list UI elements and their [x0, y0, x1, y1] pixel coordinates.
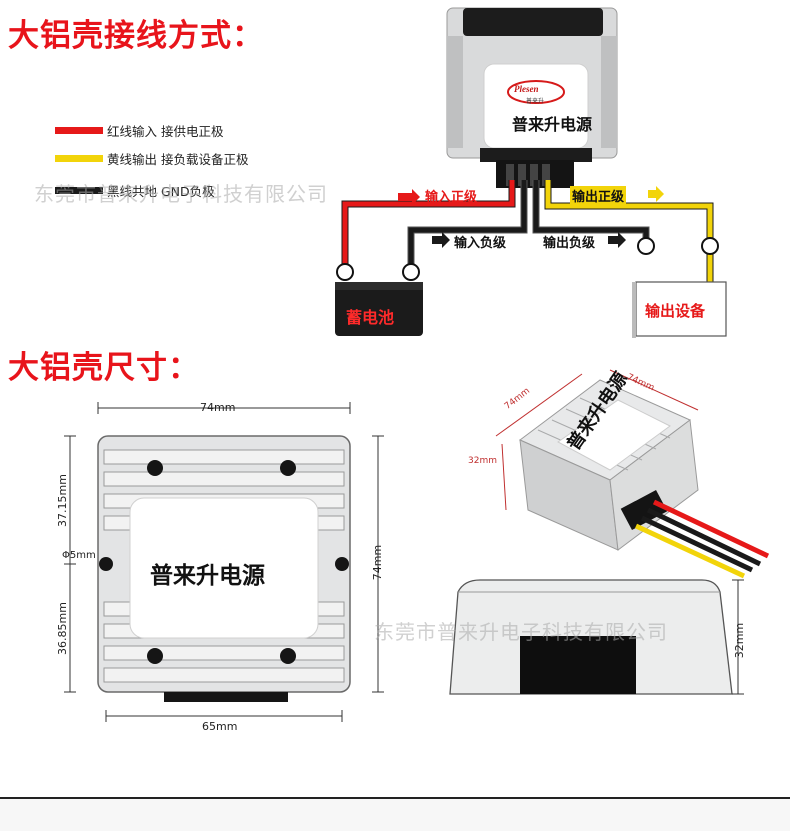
legend-yellow: 黄线输出 接负载设备正极	[55, 151, 249, 167]
battery-minus-terminal-icon	[402, 263, 420, 281]
footer-area	[0, 799, 790, 831]
mount-hole-icon	[147, 460, 163, 476]
wiring-section-title: 大铝壳接线方式：	[8, 18, 264, 54]
legend-red: 红线输入 接供电正极	[55, 123, 224, 139]
mount-hole-icon	[280, 648, 296, 664]
dim-height-right: 74mm	[371, 544, 385, 581]
mount-hole-icon	[147, 648, 163, 664]
input-positive-arrow-icon	[398, 189, 420, 205]
legend-black-text: 黑线共地 GND负极	[107, 183, 215, 199]
module-brand-label: 普来升电源	[512, 115, 593, 134]
output-negative-label: 输出负级	[543, 236, 596, 251]
dim-hole: Φ5mm	[62, 550, 96, 561]
mount-hole-icon	[335, 557, 349, 571]
output-positive-label: 输出正级	[570, 186, 627, 205]
yellow-wire-swatch	[55, 154, 103, 162]
battery-plus-terminal-icon	[336, 263, 354, 281]
output-positive-arrow-icon	[648, 186, 664, 202]
red-input-wire	[342, 180, 515, 268]
yellow-output-wire	[545, 180, 713, 244]
legend-red-text: 红线输入 接供电正极	[107, 123, 224, 139]
front-view-drawing	[64, 402, 384, 722]
converter-module-photo	[446, 7, 618, 162]
dim-width-top: 74mm	[200, 401, 236, 414]
output-device-label: 输出设备	[645, 302, 706, 320]
dim-side-h: 32mm	[733, 622, 747, 659]
device-minus-terminal-icon	[637, 237, 655, 255]
input-positive-label: 输入正级	[425, 190, 478, 205]
device-plus-terminal-icon	[701, 237, 719, 255]
watermark-top: 东莞市普来升电子科技有限公司	[34, 182, 328, 206]
dim-lower-height: 36.85mm	[55, 602, 69, 655]
side-view-drawing	[449, 579, 744, 695]
logo-text: Plesen	[514, 84, 539, 94]
legend-black: 黑线共地 GND负极	[55, 183, 215, 199]
battery-label: 蓄电池	[346, 308, 395, 327]
mount-hole-icon	[280, 460, 296, 476]
footer-divider	[0, 797, 790, 799]
legend-yellow-text: 黄线输出 接负载设备正极	[107, 151, 249, 167]
brand-logo	[507, 80, 565, 104]
input-negative-label: 输入负级	[454, 236, 507, 251]
front-brand-label: 普来升电源	[150, 563, 265, 589]
red-wire-swatch	[55, 126, 103, 134]
watermark-bottom: 东莞市普来升电子科技有限公司	[374, 620, 668, 644]
size-section-title: 大铝壳尺寸：	[8, 350, 200, 386]
wiring-diagram	[335, 7, 727, 338]
output-negative-arrow-icon	[608, 232, 626, 248]
dim-bottom-width: 65mm	[202, 720, 238, 733]
mount-hole-icon	[99, 557, 113, 571]
black-input-wire	[408, 180, 527, 268]
battery-icon	[335, 282, 423, 336]
output-device-box	[635, 281, 727, 337]
dim-upper-height: 37.15mm	[55, 474, 69, 527]
dim-iso-h: 32mm	[468, 456, 497, 466]
isometric-product-photo	[495, 369, 770, 579]
logo-subtext: 普来升	[526, 98, 545, 105]
black-wire-swatch	[55, 186, 103, 194]
input-negative-arrow-icon	[432, 232, 450, 248]
